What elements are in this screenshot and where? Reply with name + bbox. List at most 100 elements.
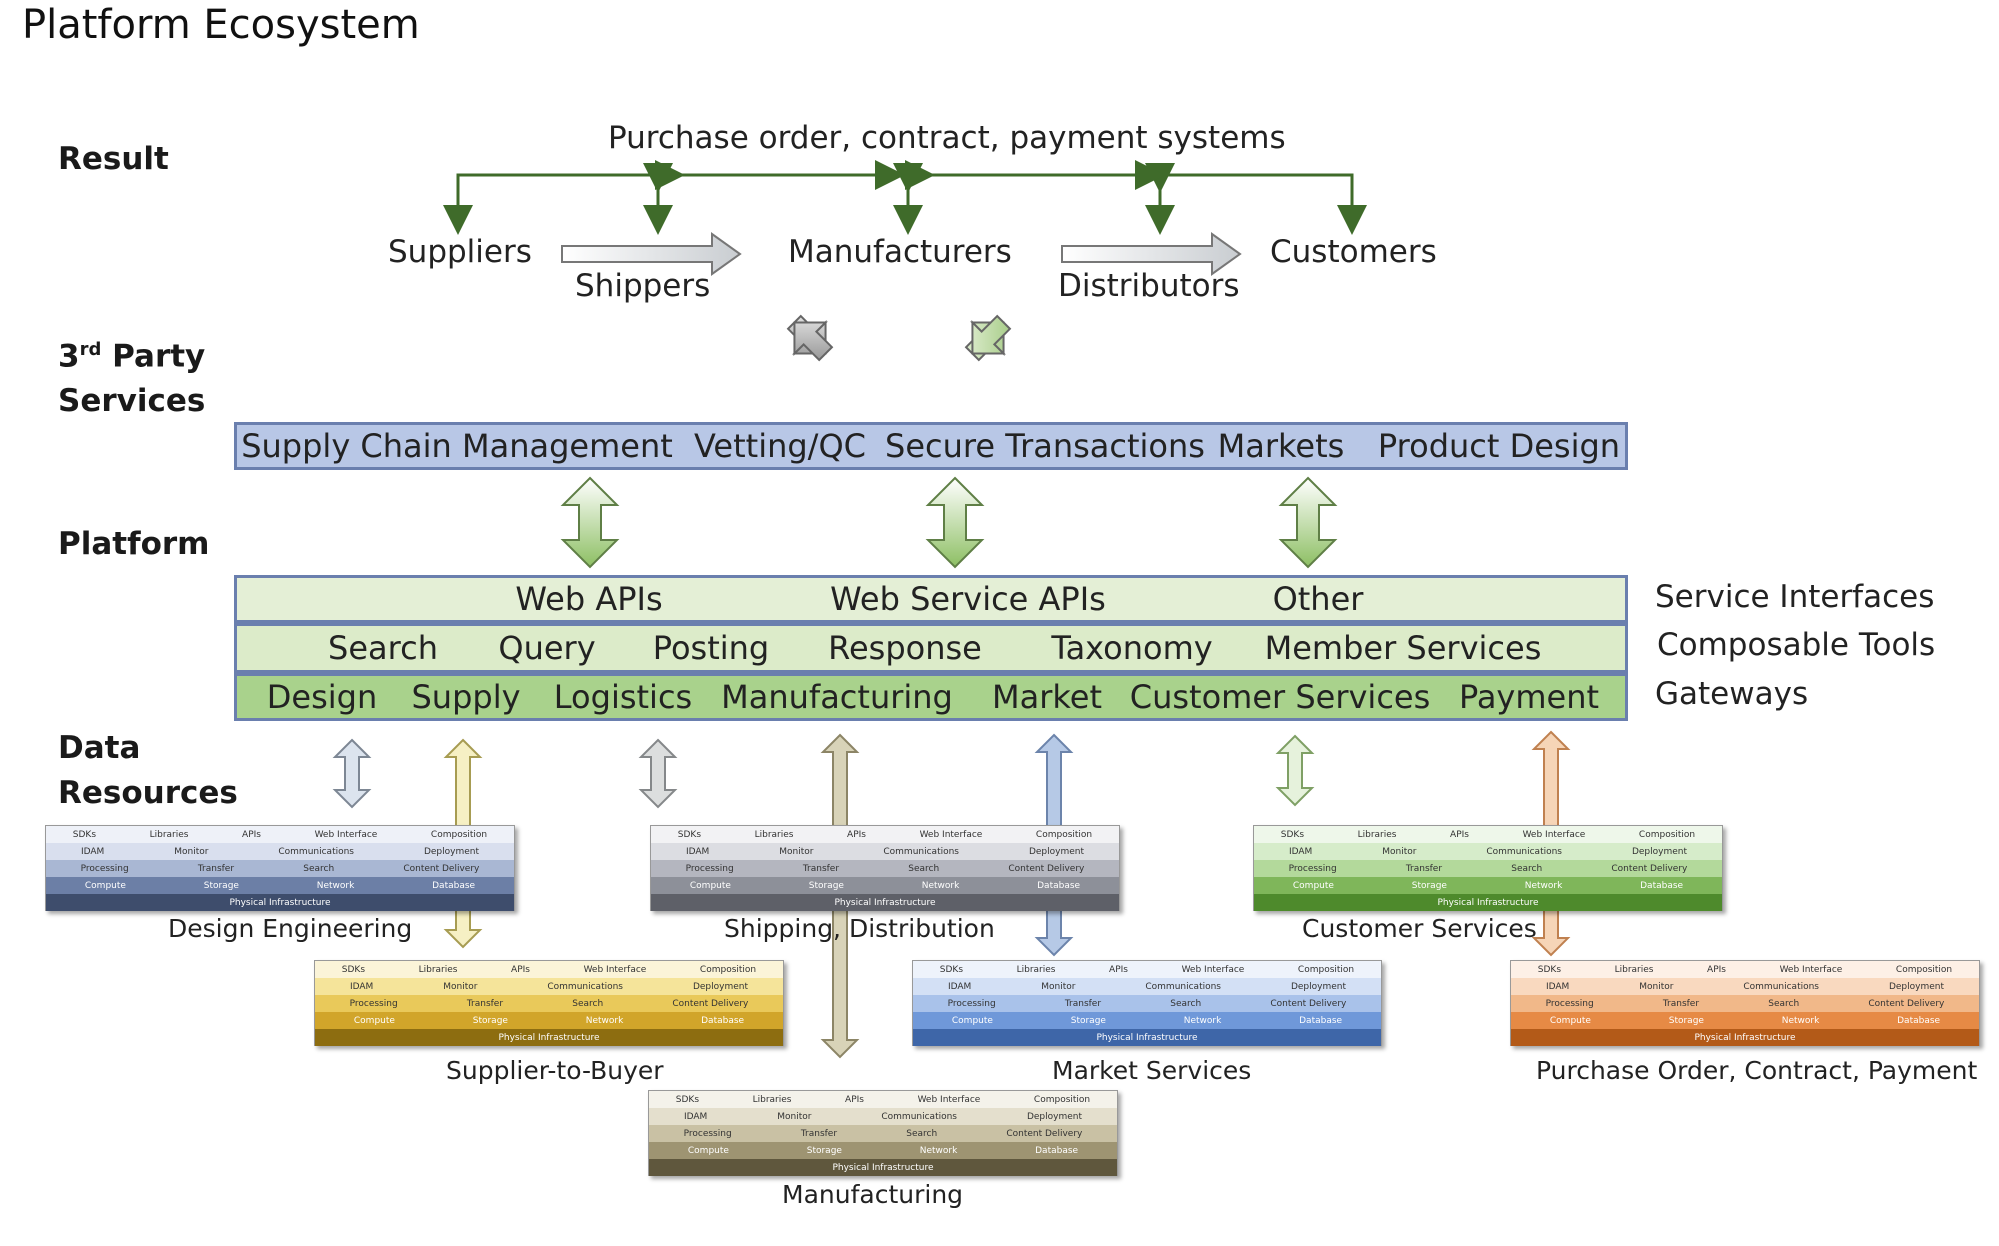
- stack-cell: IDAM: [349, 981, 374, 992]
- stack-cell: Search: [1511, 863, 1543, 874]
- stack-row: Physical Infrastructure: [1254, 894, 1722, 911]
- stack-cell: Content Delivery: [1006, 1128, 1083, 1139]
- stack-cell: Network: [921, 880, 960, 891]
- tool-query: Query: [498, 629, 596, 667]
- stack-cell: Web Interface: [917, 1094, 981, 1105]
- gateway-customer-services: Customer Services: [1129, 678, 1431, 716]
- stack-cell: SDKs: [1537, 964, 1562, 975]
- stack-cell: Compute: [353, 1015, 395, 1026]
- stack-cell: Transfer: [802, 863, 840, 874]
- stack-cell: IDAM: [80, 846, 105, 857]
- stack-cell: APIs: [1450, 829, 1469, 840]
- gateway-design: Design: [266, 678, 378, 716]
- interface-web-service-apis: Web Service APIs: [830, 580, 1106, 618]
- stack-cell: Composition: [1033, 1094, 1091, 1105]
- arrow-manufacturers-distributors: [1061, 232, 1242, 276]
- gateways-band: Design Supply Logistics Manufacturing Ma…: [234, 673, 1628, 721]
- stack-cell: APIs: [845, 1094, 864, 1105]
- gateway-supply: Supply: [411, 678, 521, 716]
- stack-cell: Deployment: [692, 981, 748, 992]
- gateway-manufacturing: Manufacturing: [721, 678, 953, 716]
- stack-cell: Web Interface: [919, 829, 983, 840]
- stack-cell: Network: [1183, 1015, 1222, 1026]
- stack-cell: Communications: [881, 1111, 958, 1122]
- caption-purchase-order: Purchase Order, Contract, Payment: [1536, 1056, 1978, 1085]
- section-resources-word: Resources: [58, 775, 238, 811]
- stack-cell: APIs: [242, 829, 261, 840]
- stack-cell: Content Delivery: [1611, 863, 1688, 874]
- stack-cell: Physical Infrastructure: [1437, 897, 1539, 908]
- stack-cell: Storage: [1070, 1015, 1106, 1026]
- stack-cell: Physical Infrastructure: [832, 1162, 934, 1173]
- entity-suppliers: Suppliers: [388, 234, 532, 270]
- service-product-design: Product Design: [1377, 427, 1621, 465]
- gateway-market: Market: [992, 678, 1102, 716]
- stack-cell: Physical Infrastructure: [834, 897, 936, 908]
- stack-cell: Web Interface: [1181, 964, 1245, 975]
- service-vetting-qc: Vetting/QC: [694, 427, 866, 465]
- stack-cell: Compute: [1549, 1015, 1591, 1026]
- stack-cell: Network: [919, 1145, 958, 1156]
- stack-cell: Communications: [883, 846, 960, 857]
- stack-cell: Composition: [1035, 829, 1093, 840]
- stack-cell: Content Delivery: [672, 998, 749, 1009]
- stack-cell: Physical Infrastructure: [1096, 1032, 1198, 1043]
- stack-cell: Network: [585, 1015, 624, 1026]
- stack-row: Compute Storage Network Database: [913, 1012, 1381, 1029]
- service-supply-chain-management: Supply Chain Management: [241, 427, 673, 465]
- stack-cell: Transfer: [466, 998, 504, 1009]
- stack-row: Physical Infrastructure: [913, 1029, 1381, 1046]
- third-party-services-band: Supply Chain Management Vetting/QC Secur…: [234, 422, 1628, 470]
- stack-cell: APIs: [1707, 964, 1726, 975]
- stack-cell: Monitor: [777, 1111, 812, 1122]
- stack-cell: Storage: [1411, 880, 1447, 891]
- stack-row: Physical Infrastructure: [651, 894, 1119, 911]
- tool-search: Search: [328, 629, 438, 667]
- arrow-suppliers-shippers: [561, 232, 742, 276]
- stack-cell: Monitor: [1382, 846, 1417, 857]
- stack-cell: Database: [1299, 1015, 1343, 1026]
- stack-cell: Monitor: [174, 846, 209, 857]
- entity-shippers: Shippers: [575, 268, 711, 304]
- stack-cell: Transfer: [1405, 863, 1443, 874]
- tool-response: Response: [828, 629, 982, 667]
- stack-cell: Libraries: [1016, 964, 1056, 975]
- stack-cell: Processing: [685, 863, 734, 874]
- result-systems-label: Purchase order, contract, payment system…: [608, 120, 1286, 156]
- stack-cell: Web Interface: [583, 964, 647, 975]
- stack-cell: Deployment: [1631, 846, 1687, 857]
- stack-cell: SDKs: [939, 964, 964, 975]
- stack-cell: SDKs: [1280, 829, 1305, 840]
- entity-manufacturers: Manufacturers: [788, 234, 1012, 270]
- stack-cell: Database: [1897, 1015, 1941, 1026]
- entity-customers: Customers: [1270, 234, 1437, 270]
- stack-cell: Composition: [699, 964, 757, 975]
- stack-cell: Deployment: [1888, 981, 1944, 992]
- stack-cell: Processing: [349, 998, 398, 1009]
- stack-cell: IDAM: [685, 846, 710, 857]
- stack-cell: Composition: [430, 829, 488, 840]
- gateway-logistics: Logistics: [553, 678, 693, 716]
- stack-cell: Compute: [951, 1015, 993, 1026]
- stack-cell: APIs: [1109, 964, 1128, 975]
- interface-other: Other: [1272, 580, 1364, 618]
- stack-cell: Monitor: [779, 846, 814, 857]
- stack-cell: Communications: [1486, 846, 1563, 857]
- stack-cell: Deployment: [1028, 846, 1084, 857]
- stack-cell: Database: [432, 880, 476, 891]
- stack-cell: Communications: [1145, 981, 1222, 992]
- caption-manufacturing: Manufacturing: [782, 1180, 964, 1209]
- stack-cell: IDAM: [947, 981, 972, 992]
- stack-cell: Physical Infrastructure: [1694, 1032, 1796, 1043]
- stack-cell: Search: [1170, 998, 1202, 1009]
